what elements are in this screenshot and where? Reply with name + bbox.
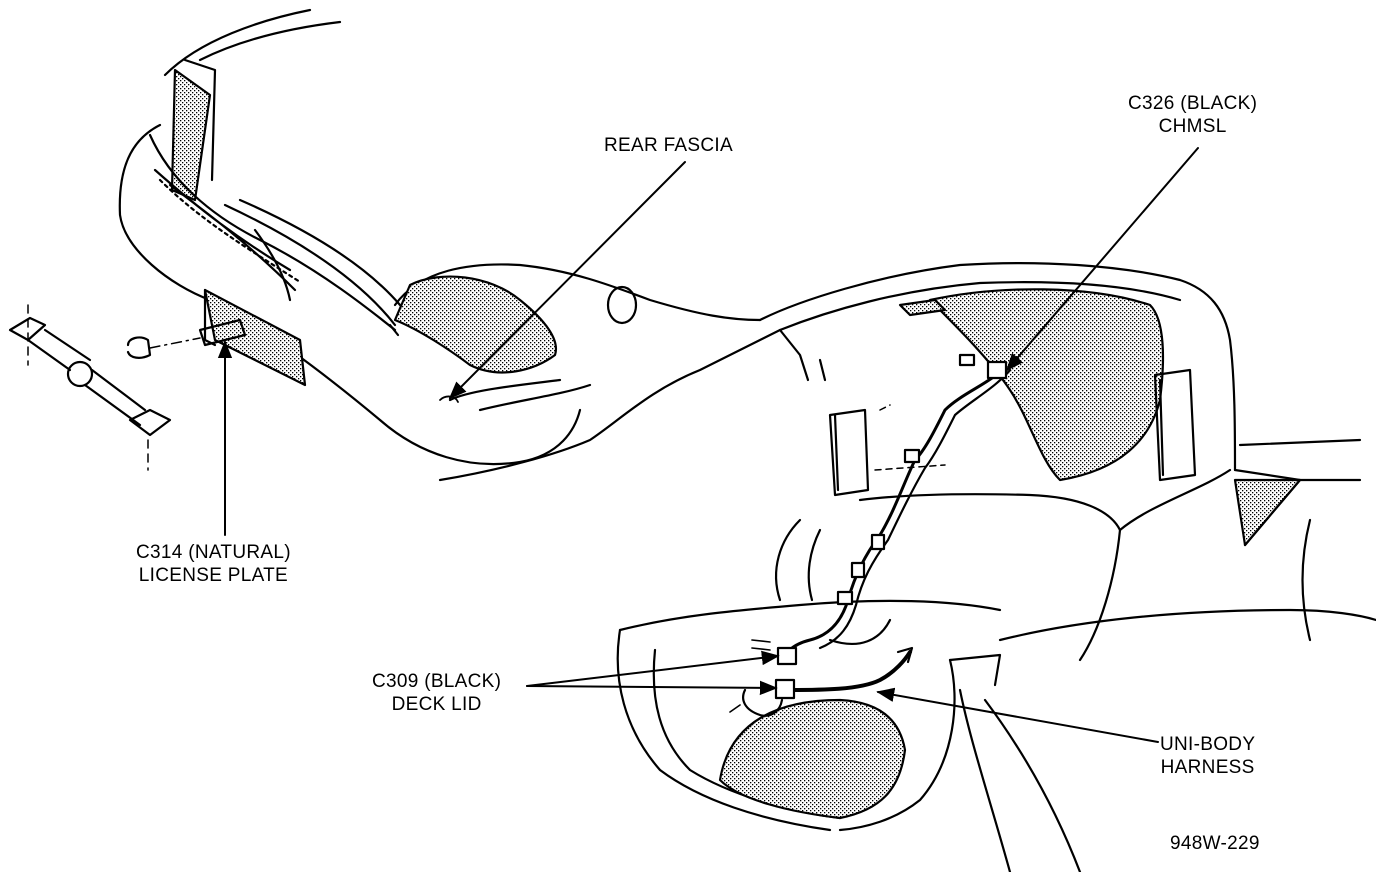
leader-c309-upper [526, 650, 780, 687]
leader-c326 [1005, 147, 1199, 372]
label-c326-line1: C326 (BLACK) [1128, 93, 1258, 114]
harness-wire [729, 298, 1012, 717]
label-c314-line1: C314 (NATURAL) [136, 542, 291, 563]
label-unibody-line2: HARNESS [1160, 757, 1255, 778]
leader-lines [217, 147, 1199, 743]
figure-id: 948W-229 [1170, 832, 1260, 855]
label-rear-fascia-text: REAR FASCIA [604, 135, 733, 156]
label-unibody-line1: UNI-BODY [1160, 734, 1256, 755]
figure-id-text: 948W-229 [1170, 833, 1260, 854]
label-unibody: UNI-BODY HARNESS [1160, 733, 1255, 779]
label-c314: C314 (NATURAL) LICENSE PLATE [136, 541, 291, 587]
label-c326-line2: CHMSL [1158, 116, 1227, 137]
leader-rear-fascia [448, 161, 686, 400]
label-c314-line2: LICENSE PLATE [138, 565, 289, 586]
rear-fascia-drawing [118, 8, 782, 482]
label-c309-line1: C309 (BLACK) [372, 671, 502, 692]
leader-c309-lower [526, 680, 778, 696]
leader-unibody [876, 687, 1159, 743]
label-c309: C309 (BLACK) DECK LID [372, 670, 501, 716]
license-lamp-assembly [8, 304, 247, 471]
label-rear-fascia: REAR FASCIA [604, 134, 733, 157]
label-c309-line2: DECK LID [391, 694, 482, 715]
deck-lid-drawing [616, 262, 1376, 872]
label-c326: C326 (BLACK) CHMSL [1128, 92, 1257, 138]
